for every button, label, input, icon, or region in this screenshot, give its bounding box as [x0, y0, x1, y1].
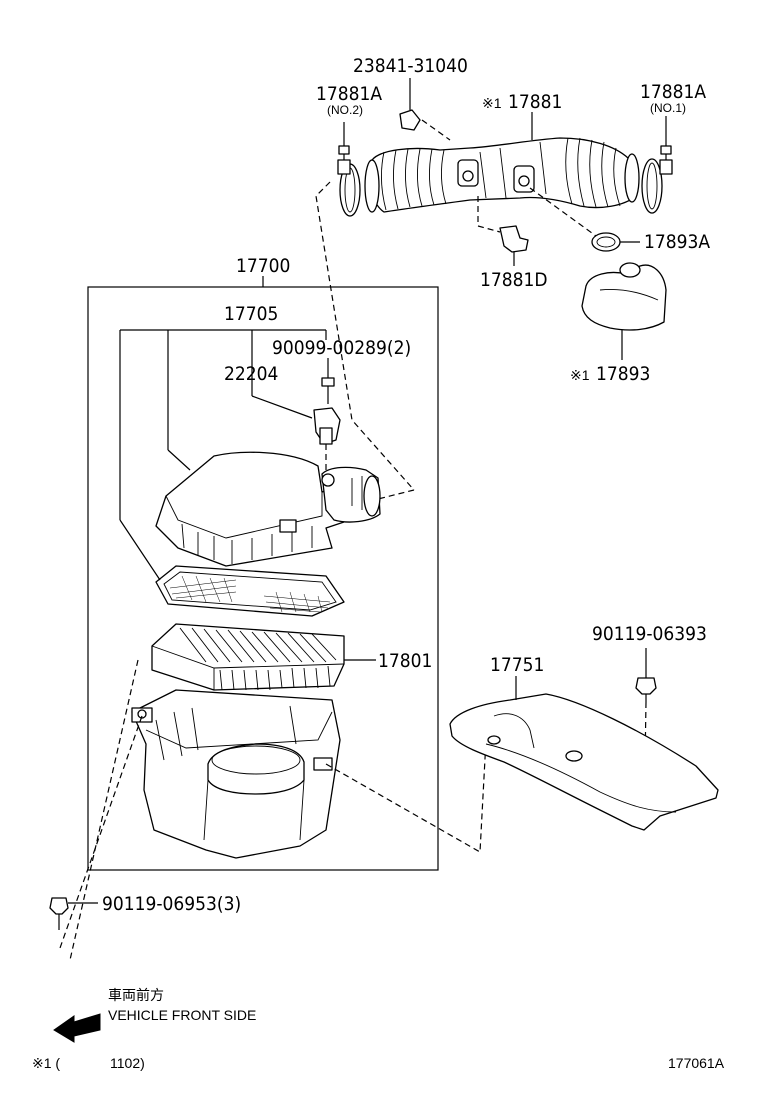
- label-17881D: 17881D: [480, 269, 548, 291]
- label-17893A: 17893A: [644, 231, 710, 253]
- label-17881A-no2: 17881A: [316, 83, 382, 105]
- direction-label-en: VEHICLE FRONT SIDE: [108, 1007, 256, 1023]
- label-23841-31040: 23841-31040: [353, 55, 468, 77]
- leaders-17705: [119, 329, 327, 581]
- direction-label-jp: 車両前方: [108, 987, 164, 1003]
- front-direction-arrow: [53, 1013, 101, 1043]
- figure-id: 177061A: [668, 1055, 725, 1071]
- hose-clamp-no2: [337, 136, 361, 217]
- label-17881A-no2-sub: (NO.2): [327, 103, 363, 117]
- screw-90099-00289: [321, 358, 335, 404]
- mark-17881: ※1: [482, 95, 502, 111]
- label-17893: 17893: [596, 363, 650, 385]
- fitting-17881D: [477, 196, 529, 266]
- intake-hose-17881: [364, 137, 640, 213]
- label-22204: 22204: [224, 363, 278, 385]
- footnote-value: 1102): [110, 1055, 145, 1071]
- label-90119-06953: 90119-06953(3): [102, 893, 241, 915]
- bolt-90119-06953: [49, 897, 98, 930]
- label-17881: 17881: [508, 91, 562, 113]
- resonator-17893: [581, 262, 667, 360]
- air-cleaner-cap-17705: [155, 451, 381, 567]
- label-17881A-no1: 17881A: [640, 81, 706, 103]
- label-17705: 17705: [224, 303, 278, 325]
- mark-17893: ※1: [570, 367, 590, 383]
- label-17751: 17751: [490, 654, 544, 676]
- hose-clamp-no1: [641, 130, 673, 214]
- footnote-mark: ※1 (: [32, 1055, 60, 1071]
- label-90099-00289: 90099-00289(2): [272, 337, 411, 359]
- label-17700: 17700: [236, 255, 290, 277]
- bolt-90119-06393: [635, 648, 657, 702]
- label-17881A-no1-sub: (NO.1): [650, 101, 686, 115]
- label-17801: 17801: [378, 650, 432, 672]
- air-flow-meter-22204: [313, 407, 341, 470]
- air-cleaner-case-lower: [131, 689, 341, 859]
- air-filter-element-17801: [151, 623, 376, 691]
- gasket-mesh: [155, 565, 345, 617]
- label-90119-06393: 90119-06393: [592, 623, 707, 645]
- clamp-17893A: [529, 187, 640, 252]
- air-duct-17751: [449, 676, 719, 831]
- clip-23841-31040: [399, 78, 421, 131]
